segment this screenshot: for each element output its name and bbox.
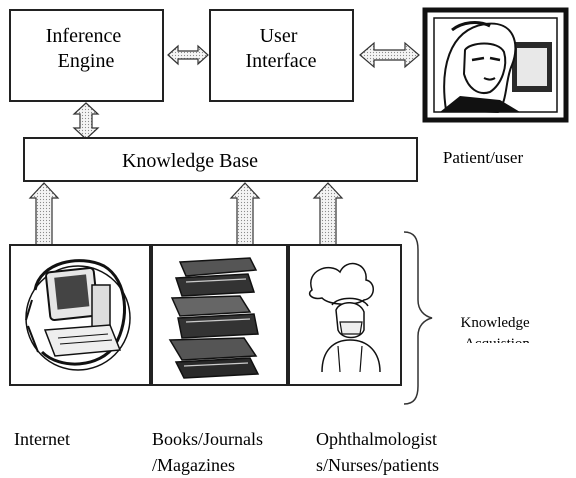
user-interface-label: User Interface	[245, 25, 316, 72]
user-interface-box	[209, 9, 354, 102]
inference-engine-label: Inference Engine	[46, 25, 127, 72]
acquisition-bracket	[403, 231, 433, 405]
patient-user-label: Patient/user	[443, 148, 524, 167]
books-label: Books/Journals /Magazines	[152, 429, 268, 475]
knowledge-base-box	[23, 137, 418, 182]
arrow-ie-kb	[72, 102, 100, 140]
arrow-internet-kb	[28, 182, 60, 247]
doctor-icon	[308, 262, 381, 373]
patient-picture	[422, 7, 569, 123]
experts-label: Ophthalmologist s/Nurses/patients	[316, 429, 442, 475]
arrow-experts-kb	[312, 182, 344, 247]
arrow-books-kb	[229, 182, 261, 247]
books-icon	[168, 257, 260, 379]
internet-label: Internet	[14, 429, 70, 449]
knowledge-base-label: Knowledge Base	[122, 150, 258, 172]
arrow-ie-ui	[167, 44, 209, 66]
inference-engine-box	[9, 9, 164, 102]
arrow-ui-patient	[359, 41, 420, 69]
computer-icon	[25, 259, 131, 371]
